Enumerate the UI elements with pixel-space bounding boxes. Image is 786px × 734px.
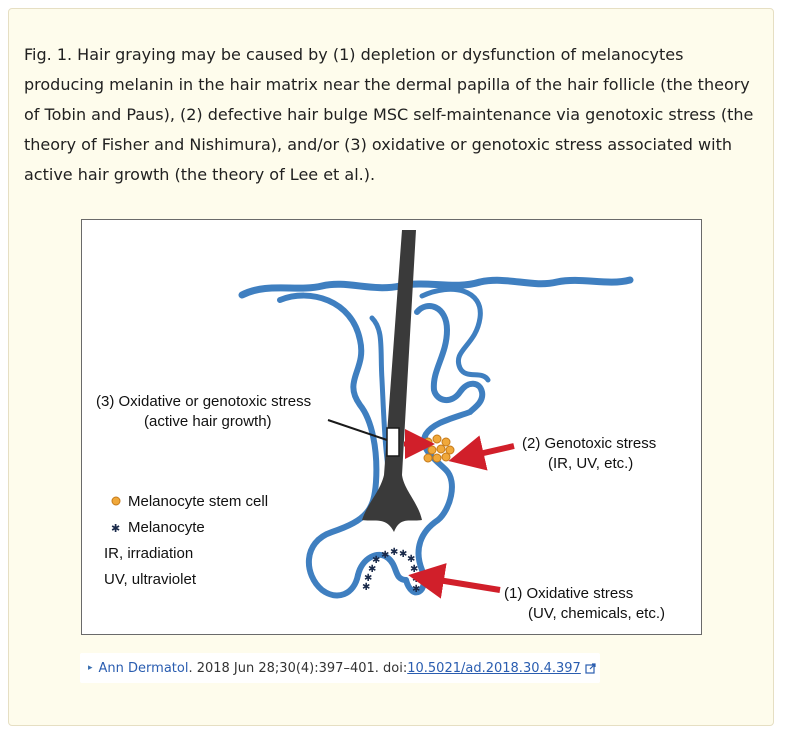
citation-bar: ▸ Ann Dermatol . 2018 Jun 28;30(4):397–4… bbox=[80, 653, 600, 683]
stem-cell-cluster bbox=[423, 434, 455, 463]
label2-line2: (IR, UV, etc.) bbox=[548, 455, 633, 472]
diagram-svg: ✱✱✱ ✱✱✱ ✱✱✱ ✱✱ (3) Oxidative or genotoxi… bbox=[96, 230, 665, 622]
svg-text:✱: ✱ bbox=[412, 584, 420, 595]
svg-text:✱: ✱ bbox=[390, 547, 398, 558]
arrow-genotoxic bbox=[448, 435, 515, 471]
svg-text:✱: ✱ bbox=[407, 554, 415, 565]
follicle-left-wall bbox=[277, 292, 380, 599]
figure-caption: Fig. 1. Hair graying may be caused by (1… bbox=[24, 45, 754, 184]
legend-uv: UV, ultraviolet bbox=[104, 571, 197, 588]
legend-stem-cell: Melanocyte stem cell bbox=[128, 493, 268, 510]
hair-shaft bbox=[362, 230, 422, 532]
active-growth-marker bbox=[386, 427, 400, 457]
arrow-oxidative bbox=[408, 563, 501, 599]
label1-line2: (UV, chemicals, etc.) bbox=[528, 605, 665, 622]
svg-text:✱: ✱ bbox=[362, 582, 370, 593]
svg-text:✱: ✱ bbox=[399, 549, 407, 560]
svg-text:✱: ✱ bbox=[368, 564, 376, 575]
legend-melanocyte: Melanocyte bbox=[128, 519, 205, 536]
skin-surface-line bbox=[238, 276, 634, 299]
dermal-papilla bbox=[355, 551, 409, 583]
label2-line1: (2) Genotoxic stress bbox=[522, 435, 656, 452]
label1-line1: (1) Oxidative stress bbox=[504, 585, 633, 602]
journal-link[interactable]: Ann Dermatol bbox=[98, 660, 189, 676]
doi-link[interactable]: 10.5021/ad.2018.30.4.397 bbox=[407, 660, 581, 676]
citation-details: . 2018 Jun 28;30(4):397–401. doi: bbox=[188, 660, 408, 676]
external-link-icon[interactable] bbox=[585, 662, 596, 674]
stem-cell-legend-icon bbox=[111, 496, 121, 506]
expand-triangle-icon[interactable]: ▸ bbox=[88, 663, 93, 673]
hair-follicle-diagram: ✱✱✱ ✱✱✱ ✱✱✱ ✱✱ (3) Oxidative or genotoxi… bbox=[81, 219, 702, 635]
label3-line2: (active hair growth) bbox=[144, 413, 272, 430]
label3-pointer bbox=[327, 419, 388, 441]
follicle-right-wall bbox=[403, 303, 486, 596]
label3-line1: (3) Oxidative or genotoxic stress bbox=[96, 393, 311, 410]
svg-text:✱: ✱ bbox=[364, 573, 372, 584]
melanocyte-legend-icon: ✱ bbox=[111, 522, 120, 535]
legend-ir: IR, irradiation bbox=[104, 545, 193, 562]
svg-text:✱: ✱ bbox=[372, 555, 380, 566]
svg-text:✱: ✱ bbox=[381, 550, 389, 561]
follicle-outer-right bbox=[419, 286, 491, 383]
